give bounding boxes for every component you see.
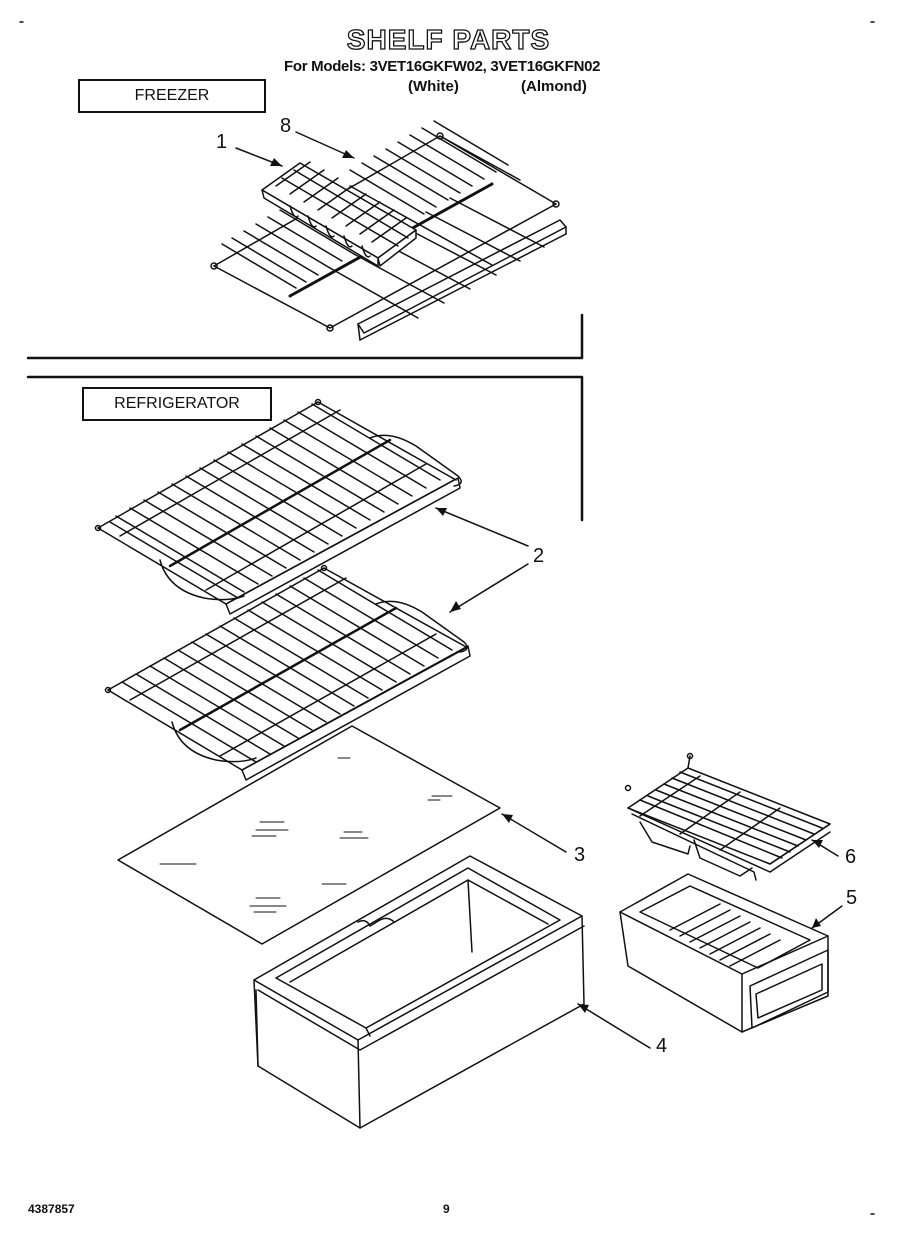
section-dividers — [26, 313, 584, 522]
callout-4: 4 — [656, 1035, 668, 1057]
page-number: 9 — [443, 1202, 450, 1216]
freezer-section-label: FREEZER — [78, 79, 266, 113]
models-line: For Models: 3VET16GKFW02, 3VET16GKFN02 — [284, 58, 601, 75]
document-number: 4387857 — [28, 1202, 75, 1216]
crisper-drawer — [253, 855, 585, 1129]
callout-arrowheads — [270, 150, 823, 1013]
small-drawer — [619, 873, 829, 1033]
refrigerator-section-label: REFRIGERATOR — [82, 387, 272, 421]
callout-leaders — [235, 131, 843, 1049]
ice-cube-tray — [261, 161, 417, 267]
callout-6: 6 — [845, 846, 857, 868]
registration-marks — [19, 21, 875, 1215]
refrigerator-wire-shelf-lower — [104, 564, 471, 781]
callout-1: 1 — [216, 131, 228, 153]
refrigerator-wire-shelf-upper — [94, 398, 462, 615]
page-title: SHELF PARTS — [346, 23, 551, 55]
callout-8: 8 — [280, 115, 292, 137]
freezer-wire-shelf — [210, 120, 567, 341]
small-drawer-wire-cover — [624, 752, 831, 881]
variant-almond: (Almond) — [521, 78, 587, 95]
callout-5: 5 — [846, 887, 858, 909]
glass-shelf — [117, 725, 501, 945]
variant-white: (White) — [408, 78, 459, 95]
callout-2: 2 — [533, 545, 545, 567]
callout-3: 3 — [574, 844, 586, 866]
